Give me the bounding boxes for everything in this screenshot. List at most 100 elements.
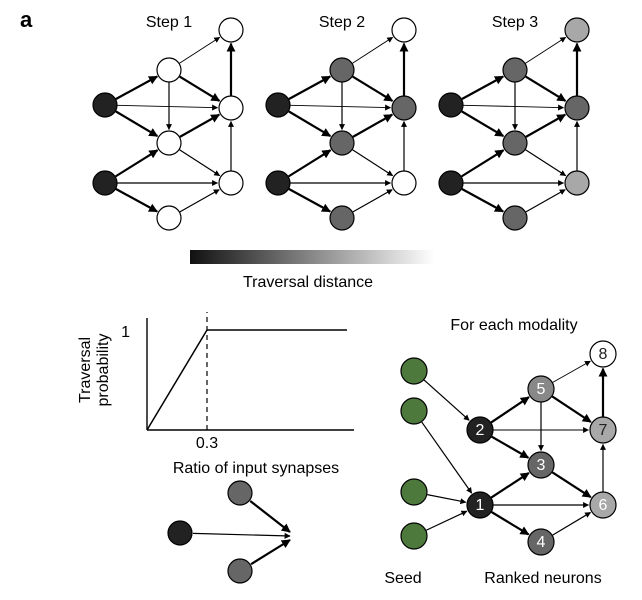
step-2-node-5 <box>391 95 417 121</box>
step-3-node-7 <box>564 17 590 43</box>
step-3-node-1 <box>438 170 464 196</box>
step-3-node-0 <box>438 92 464 118</box>
seed-node-2 <box>400 397 428 425</box>
x-axis-label: Ratio of input synapses <box>173 460 339 477</box>
step-3-edge-3 <box>461 149 505 178</box>
input-synapses-diagram <box>167 480 291 584</box>
seed-node-1 <box>400 357 428 385</box>
seed-node-4 <box>400 522 428 550</box>
neuron-label-5: 5 <box>537 381 546 398</box>
neuron-label-8: 8 <box>599 346 608 363</box>
step-2-edge-7 <box>352 36 394 64</box>
step-1-node-0 <box>92 92 118 118</box>
modality-edge-13 <box>551 471 592 499</box>
seed-label: Seed <box>384 570 421 587</box>
step-2-node-4 <box>329 205 355 231</box>
step-1-edge-7 <box>179 36 221 64</box>
step-2-graph: Step 2 <box>265 14 417 231</box>
step-1-node-2 <box>156 57 182 83</box>
step-3-edge-2 <box>463 104 565 111</box>
neuron-node-1 <box>466 491 494 519</box>
neuron-label-2: 2 <box>476 422 485 439</box>
panel-label: a <box>20 7 33 32</box>
modality-edge-7 <box>490 472 530 499</box>
step-3-edge-11 <box>525 189 566 213</box>
modality-edge-8 <box>490 511 530 536</box>
neuron-node-3 <box>527 451 555 479</box>
neuron-label-6: 6 <box>599 497 608 514</box>
y-tick-1: 1 <box>121 324 130 341</box>
step-1-edge-9 <box>179 113 221 138</box>
step-3-title: Step 3 <box>492 14 538 31</box>
neuron-label-1: 1 <box>476 497 485 514</box>
step-2-edge-10 <box>352 149 394 177</box>
step-2-node-0 <box>265 92 291 118</box>
neuron-node-4 <box>527 528 555 556</box>
step-1-node-3 <box>156 130 182 156</box>
step-1-edge-10 <box>179 149 221 177</box>
modality-edge-12 <box>552 360 591 383</box>
modality-title: For each modality <box>450 317 577 334</box>
step-1-edge-2 <box>117 104 219 111</box>
step-2-edge-3 <box>288 149 332 178</box>
input-edge-bottom <box>250 539 291 566</box>
step-2-edge-0 <box>288 75 331 100</box>
neuron-node-7 <box>589 416 617 444</box>
step-3-edge-10 <box>525 149 567 177</box>
step-2-edge-1 <box>288 110 332 138</box>
step-3-node-3 <box>502 130 528 156</box>
input-node-bottom <box>227 558 253 584</box>
modality-edge-0 <box>423 379 470 421</box>
step-3-node-6 <box>564 170 590 196</box>
step-2-node-3 <box>329 130 355 156</box>
modality-edge-2 <box>427 494 467 505</box>
neuron-label-7: 7 <box>599 422 608 439</box>
step-1-node-5 <box>218 95 244 121</box>
step-3-edge-4 <box>461 188 504 213</box>
step-1-title: Step 1 <box>146 14 192 31</box>
step-3-node-2 <box>502 57 528 83</box>
modality-edge-11 <box>551 395 592 423</box>
step-2-edge-2 <box>290 104 392 111</box>
modality-edge-1 <box>421 421 473 494</box>
modality-network: For each modality Seed Ranked neurons 12… <box>384 317 617 587</box>
step-2-node-1 <box>265 170 291 196</box>
step-2-title: Step 2 <box>319 14 365 31</box>
step-3-edge-7 <box>525 36 567 64</box>
step-1-edge-0 <box>115 75 158 100</box>
step-2-edge-11 <box>352 189 393 213</box>
colorbar-label: Traversal distance <box>243 274 373 291</box>
y-axis-label-line1: Traversal <box>77 337 94 403</box>
modality-edge-3 <box>425 510 468 531</box>
step-1-edge-4 <box>115 188 158 213</box>
modality-edge-4 <box>490 396 530 424</box>
neuron-label-3: 3 <box>537 457 546 474</box>
neuron-node-8 <box>589 340 617 368</box>
step-3-edge-0 <box>461 75 504 100</box>
step-3-graph: Step 3 <box>438 14 590 231</box>
step-2-node-2 <box>329 57 355 83</box>
step-1-node-7 <box>218 17 244 43</box>
step-3-edge-9 <box>525 113 567 138</box>
step-2-edge-9 <box>352 113 394 138</box>
step-3-node-5 <box>564 95 590 121</box>
input-node-top <box>227 480 253 506</box>
step-1-node-4 <box>156 205 182 231</box>
step-3-edge-8 <box>525 75 567 102</box>
source-node <box>167 520 193 546</box>
probability-curve <box>146 329 347 431</box>
colorbar-gradient <box>190 250 435 264</box>
probability-plot: 1 0.3 Traversal probability Ratio of inp… <box>77 312 354 477</box>
neuron-node-5 <box>527 375 555 403</box>
modality-edge-14 <box>552 511 592 536</box>
step-2-edge-8 <box>352 75 394 102</box>
colorbar: Traversal distance <box>190 250 435 291</box>
neuron-node-2 <box>466 416 494 444</box>
modality-edge-5 <box>491 435 530 459</box>
input-edge-top <box>249 500 291 533</box>
traversal-steps: Step 1 Step 2 Step 3 <box>92 14 590 231</box>
step-1-edge-1 <box>115 110 159 138</box>
step-1-node-6 <box>218 170 244 196</box>
step-3-edge-1 <box>461 110 505 138</box>
step-2-edge-4 <box>288 188 331 213</box>
